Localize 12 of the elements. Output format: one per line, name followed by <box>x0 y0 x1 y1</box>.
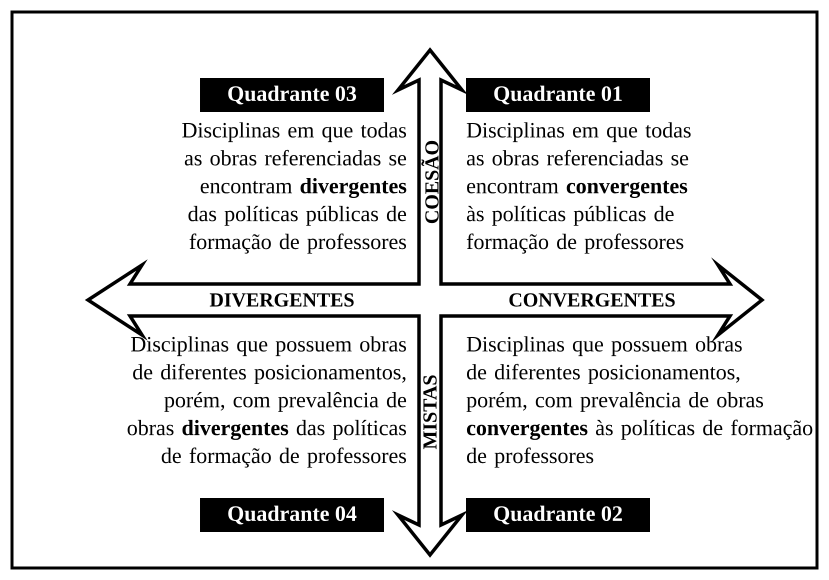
heading-box: Quadrante 02 <box>466 498 650 532</box>
heading-box: Quadrante 03 <box>200 78 384 112</box>
axis-label: COESÃO <box>421 140 439 224</box>
description-text: Disciplinas em que todas as obras referenciadas se encontram divergentes das políticas públicas de formação de professores <box>182 122 406 254</box>
axis-label: CONVERGENTES <box>509 293 675 307</box>
axis-label: MISTAS <box>423 375 437 450</box>
description-text: Disciplinas que possuem obras de diferentes posicionamentos, porém, com prevalência de obras divergentes das políticas de formação de professores <box>128 336 406 468</box>
axis-label: DIVERGENTES <box>210 293 354 307</box>
description-text: Disciplinas em que todas as obras referenciadas se encontram convergentes às políticas públicas de formação de professores <box>466 122 691 254</box>
heading-box: Quadrante 04 <box>200 498 384 532</box>
description-text: Disciplinas que possuem obras de diferentes posicionamentos, porém, com prevalência de obras convergentes às políticas de formação de professores <box>466 336 812 468</box>
heading-box: Quadrante 01 <box>466 78 650 112</box>
